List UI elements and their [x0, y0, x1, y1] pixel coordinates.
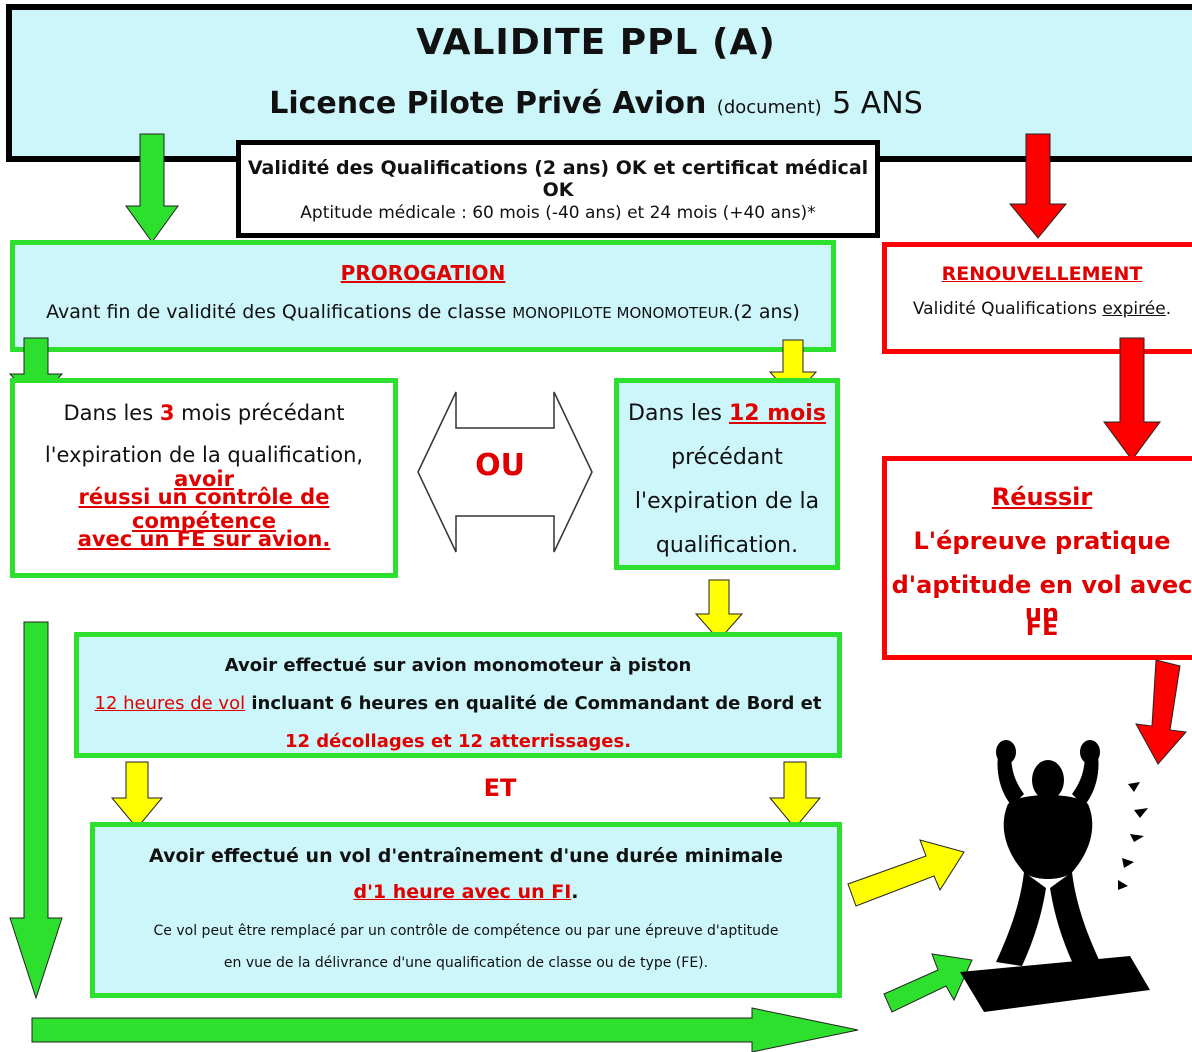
twelve-months-duration: 12 mois	[728, 401, 826, 426]
green-long-down-arrow	[9, 621, 63, 1000]
and-label: ET	[483, 774, 517, 802]
page-title: VALIDITE PPL (A)	[416, 22, 776, 63]
green-long-right-arrow	[31, 1007, 859, 1052]
prorogation-title: PROROGATION	[340, 261, 506, 285]
or-label: OU	[475, 448, 525, 483]
green-diagonal-arrow	[883, 953, 973, 1013]
header-box	[6, 4, 1192, 162]
training-flight-note-2: en vue de la délivrance d'une qualificat…	[223, 955, 709, 971]
page-subtitle: Licence Pilote Privé Avion (document) 5 …	[0, 86, 1192, 121]
three-months-line-3: réussi un contrôle de compétence	[78, 485, 330, 533]
strongman-silhouette-icon	[960, 740, 1150, 1012]
prorogation-text: Avant fin de validité des Qualifications…	[15, 301, 831, 323]
yellow-down-arrow-left	[110, 761, 164, 829]
three-months-line-2: l'expiration de la qualification, avoir	[15, 443, 393, 491]
flight-hours-line-2: 12 heures de vol incluant 6 heures en qu…	[79, 693, 837, 714]
training-flight-note-1: Ce vol peut être remplacé par un contrôl…	[153, 923, 779, 939]
prorogation-box: PROROGATION Avant fin de validité des Qu…	[10, 240, 836, 352]
subtitle-main: Licence Pilote Privé Avion	[269, 86, 707, 121]
three-months-avoir: avoir	[174, 467, 234, 491]
flight-hours-commander-text: incluant 6 heures en qualité de Commanda…	[245, 693, 822, 714]
reussir-box: Réussir L'épreuve pratique d'aptitude en…	[882, 456, 1192, 660]
three-months-line-4: avec un FE sur avion.	[77, 527, 331, 551]
medical-aptitude-text: Aptitude médicale : 60 mois (-40 ans) et…	[300, 203, 816, 223]
renouvellement-box: RENOUVELLEMENT Validité Qualifications e…	[882, 242, 1192, 354]
three-months-box: Dans les 3 mois précédant l'expiration d…	[10, 378, 398, 578]
red-down-arrow-top	[1008, 133, 1068, 239]
red-diagonal-arrow	[1135, 659, 1187, 765]
prorogation-text-class: MONOPILOTE MONOMOTEUR.	[512, 304, 734, 322]
training-flight-line-2: d'1 heure avec un FI.	[95, 881, 837, 903]
red-down-arrow-middle	[1103, 337, 1161, 461]
three-months-line-1: Dans les 3 mois précédant	[15, 401, 393, 425]
yellow-down-arrow-right-3	[768, 761, 822, 829]
renouvellement-text-a: Validité Qualifications	[912, 299, 1103, 319]
subtitle-document: (document)	[716, 97, 822, 118]
three-months-number: 3	[159, 401, 175, 425]
twelve-months-line-2: précédant	[671, 445, 783, 470]
training-flight-duration: d'1 heure avec un FI	[353, 881, 572, 903]
reussir-line-2: L'épreuve pratique	[913, 527, 1171, 555]
three-months-text-b: mois précédant	[174, 401, 345, 425]
green-down-arrow-left	[125, 133, 179, 243]
training-flight-box: Avoir effectué un vol d'entraînement d'u…	[90, 822, 842, 998]
reussir-title: Réussir	[991, 483, 1093, 511]
flight-hours-line-3: 12 décollages et 12 atterrissages.	[284, 731, 632, 752]
flight-hours-line-1: Avoir effectué sur avion monomoteur à pi…	[224, 655, 692, 676]
renouvellement-dot: .	[1165, 299, 1172, 319]
double-arrow-or	[417, 391, 593, 553]
twelve-months-line-4: qualification.	[655, 533, 799, 558]
prorogation-text-main: Avant fin de validité des Qualifications…	[46, 301, 513, 323]
twelve-months-line-1: Dans les 12 mois	[619, 401, 835, 426]
subtitle-duration: 5 ANS	[832, 86, 923, 121]
reussir-line-3: d'aptitude en vol avec un	[891, 571, 1192, 627]
validity-box: Validité des Qualifications (2 ans) OK e…	[236, 140, 880, 238]
three-months-expiration-text: l'expiration de la qualification,	[44, 443, 364, 467]
prorogation-text-duration: (2 ans)	[733, 301, 800, 323]
twelve-months-text-a: Dans les	[628, 401, 729, 426]
three-months-text-a: Dans les	[63, 401, 160, 425]
renouvellement-text: Validité Qualifications expirée.	[887, 299, 1192, 319]
reussir-line-4: FE	[1025, 613, 1059, 641]
validity-qualifications-text: Validité des Qualifications (2 ans) OK e…	[247, 157, 869, 201]
training-flight-line-1: Avoir effectué un vol d'entraînement d'u…	[149, 845, 783, 867]
renouvellement-expired: expirée	[1102, 299, 1166, 319]
renouvellement-title: RENOUVELLEMENT	[941, 263, 1143, 285]
twelve-months-line-3: l'expiration de la	[634, 489, 820, 514]
training-flight-dot: .	[571, 881, 579, 903]
yellow-diagonal-arrow	[847, 839, 965, 907]
flight-hours-box: Avoir effectué sur avion monomoteur à pi…	[74, 632, 842, 758]
twelve-months-box: Dans les 12 mois précédant l'expiration …	[614, 378, 840, 570]
flight-hours-twelve-hours: 12 heures de vol	[94, 693, 246, 714]
yellow-down-arrow-right-2	[694, 579, 744, 641]
